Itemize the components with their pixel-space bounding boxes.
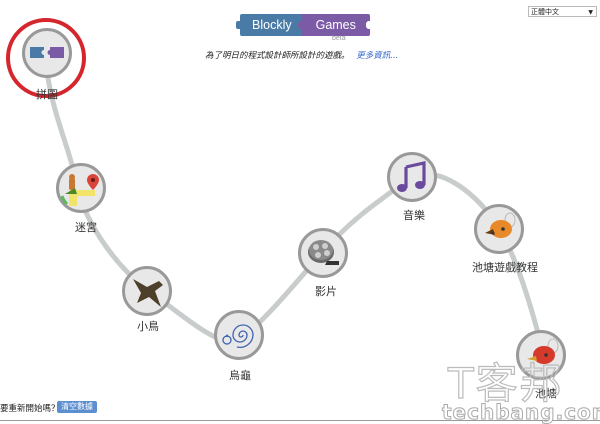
game-node-pond[interactable]: [516, 330, 566, 380]
game-label-puzzle[interactable]: 拼圖: [36, 88, 58, 101]
bird-icon: [133, 279, 163, 307]
game-node-puzzle[interactable]: [22, 28, 72, 78]
maze-map-pin-icon: [60, 174, 99, 206]
language-select[interactable]: 正體中文 ▼: [528, 6, 597, 17]
beta-badge: beta: [332, 35, 346, 42]
game-label-pond-tutor[interactable]: 池塘遊戲教程: [472, 261, 538, 274]
node-ring: [56, 163, 106, 213]
game-label-bird[interactable]: 小鳥: [137, 320, 159, 333]
dropdown-arrow-icon: ▼: [588, 9, 593, 16]
logo-games: Games: [297, 14, 371, 36]
tagline: 為了明日的程式設計師所設計的遊戲。 更多資訊...: [205, 49, 398, 61]
game-node-turtle[interactable]: [214, 310, 264, 360]
spiral-icon: [222, 324, 254, 349]
game-label-pond[interactable]: 池塘: [535, 387, 557, 400]
divider: [0, 420, 600, 421]
film-reel-icon: [308, 240, 339, 265]
blockly-games-logo[interactable]: Blockly Games: [236, 14, 371, 36]
node-ring: [22, 28, 72, 78]
game-node-maze[interactable]: [56, 163, 106, 213]
red-duck-icon: [527, 338, 559, 364]
game-node-movie[interactable]: [298, 228, 348, 278]
tagline-text: 為了明日的程式設計師所設計的遊戲。: [205, 51, 350, 61]
puzzle-pieces-icon: [30, 47, 64, 58]
game-node-pond-tutor[interactable]: [474, 204, 524, 254]
clear-data-button[interactable]: 清空數據: [57, 401, 97, 413]
game-label-music[interactable]: 音樂: [403, 209, 425, 222]
highlight-circle: [6, 18, 86, 98]
game-node-music[interactable]: [387, 152, 437, 202]
node-ring: [387, 152, 437, 202]
language-selected: 正體中文: [531, 8, 559, 16]
game-label-turtle[interactable]: 烏龜: [229, 369, 251, 382]
orange-duck-icon: [485, 212, 516, 238]
music-note-icon: [397, 161, 426, 192]
game-node-bird[interactable]: [122, 266, 172, 316]
restart-prompt: 要重新開始嗎？: [0, 404, 60, 414]
game-label-maze[interactable]: 迷宮: [75, 221, 97, 234]
game-label-movie[interactable]: 影片: [315, 285, 337, 298]
more-info-link[interactable]: 更多資訊...: [356, 51, 399, 61]
node-ring: [214, 310, 264, 360]
logo-blockly: Blockly: [236, 14, 302, 36]
